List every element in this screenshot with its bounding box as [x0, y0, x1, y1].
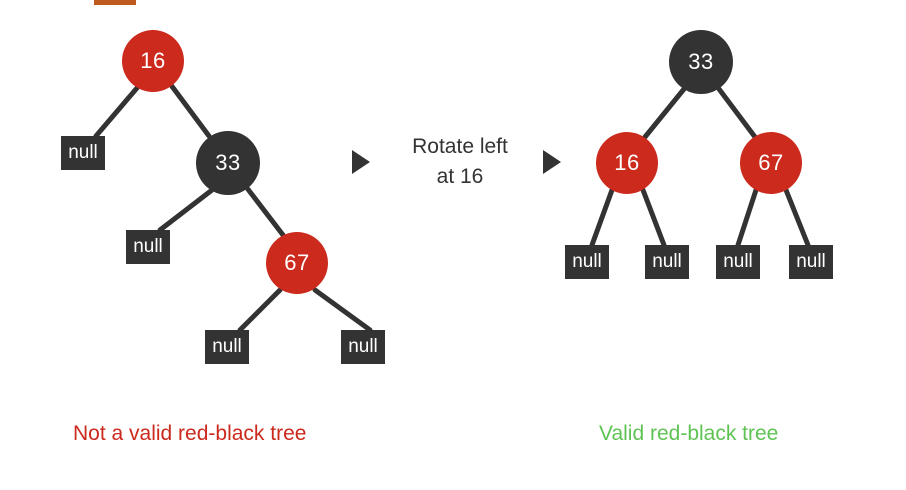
null-leaf: null [341, 330, 385, 364]
caption-invalid-tree: Not a valid red-black tree [73, 422, 307, 445]
null-label: null [348, 336, 378, 357]
null-label: null [796, 251, 826, 272]
null-leaf: null [645, 245, 689, 279]
node-label: 16 [140, 48, 166, 73]
triangle-right-icon [352, 150, 370, 174]
null-label: null [212, 336, 242, 357]
edge-r33-r16 [642, 86, 687, 140]
node-16-right[interactable]: 16 [596, 132, 658, 194]
edge-l67-nullB [312, 287, 373, 333]
null-leaf: null [205, 330, 249, 364]
edge-r33-r67 [716, 86, 758, 140]
null-leaf: null [61, 136, 105, 170]
edge-l33-l67 [244, 185, 286, 238]
triangle-right-icon [543, 150, 561, 174]
edge-l16-null [93, 85, 140, 139]
null-label: null [572, 251, 602, 272]
transform-label: Rotate left at 16 [395, 132, 525, 192]
null-label: null [652, 251, 682, 272]
null-leaf: null [565, 245, 609, 279]
edge-l16-l33 [168, 82, 212, 139]
node-label: 67 [284, 250, 310, 275]
accent-bar [94, 0, 136, 5]
node-67-left[interactable]: 67 [266, 232, 328, 294]
transform-label-line2: at 16 [436, 165, 484, 188]
edge-r16-nullA [589, 187, 615, 248]
node-16-left[interactable]: 16 [122, 30, 184, 92]
null-label: null [68, 142, 98, 163]
node-label: 16 [614, 150, 640, 175]
node-67-right[interactable]: 67 [740, 132, 802, 194]
node-label: 33 [688, 49, 714, 74]
edge-l33-null [157, 187, 215, 233]
transform-label-line1: Rotate left [412, 135, 508, 158]
node-label: 33 [215, 150, 241, 175]
caption-valid-tree: Valid red-black tree [599, 422, 779, 445]
null-leaf: null [716, 245, 760, 279]
node-33-right[interactable]: 33 [669, 30, 733, 94]
edge-r67-nullB [783, 187, 811, 248]
edge-l67-nullA [237, 287, 283, 333]
node-33-left[interactable]: 33 [196, 131, 260, 195]
null-label: null [723, 251, 753, 272]
edge-r67-nullA [735, 187, 759, 248]
edge-r16-nullB [640, 187, 667, 248]
null-leaf: null [126, 230, 170, 264]
null-leaf: null [789, 245, 833, 279]
null-label: null [133, 236, 163, 257]
node-label: 67 [758, 150, 784, 175]
